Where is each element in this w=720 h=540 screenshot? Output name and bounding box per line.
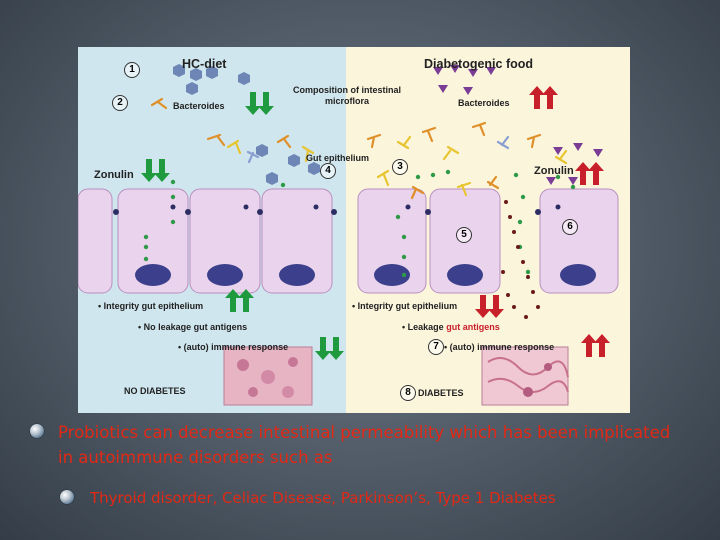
- step-number-5: 5: [456, 227, 472, 243]
- red-down-arrows: [475, 295, 504, 318]
- step-number-4: 4: [320, 163, 336, 179]
- bullet-main-text: Probiotics can decrease intestinal perme…: [58, 423, 671, 467]
- left-bullet-integrity: • Integrity gut epithelium: [98, 301, 204, 311]
- diabetes-label: DIABETES: [418, 388, 464, 398]
- left-bullet-leakage: • No leakage gut antigens: [138, 322, 248, 332]
- no-diabetes-label: NO DIABETES: [124, 386, 186, 396]
- step-number-1: 1: [124, 62, 140, 78]
- step-number-6: 6: [562, 219, 578, 235]
- diabetogenic-food-title: Diabetogenic food: [424, 57, 534, 71]
- step-number-8: 8: [400, 385, 416, 401]
- step-number-3: 3: [392, 159, 408, 175]
- histology-diabetes: [481, 346, 569, 406]
- composition-label: Composition of intestinal microflora: [293, 85, 401, 106]
- left-bullet-immune: • (auto) immune response: [178, 342, 289, 352]
- right-bullet-integrity: • Integrity gut epithelium: [352, 301, 458, 311]
- bullet-globe-icon: [30, 424, 44, 438]
- green-down-arrows: [141, 92, 344, 360]
- bullet-globe-icon: [60, 490, 74, 504]
- figure-artwork: [78, 47, 630, 413]
- right-bullet-leakage-prefix: • Leakage: [402, 322, 444, 332]
- zonulin-dots: [143, 169, 576, 278]
- hc-diet-title: HC-diet: [182, 57, 227, 71]
- histology-normal: [223, 346, 313, 406]
- gut-epithelium-label: Gut epithelium: [306, 153, 369, 163]
- right-bullet-leakage: • Leakage gut antigens: [402, 322, 500, 332]
- left-bacteroides-label: Bacteroides: [173, 101, 225, 111]
- left-zonulin-label: Zonulin: [94, 169, 134, 181]
- green-up-arrows: [225, 289, 254, 312]
- bullet-sub-text: Thyroid disorder, Celiac Disease, Parkin…: [90, 489, 556, 507]
- tight-junctions: [113, 204, 561, 215]
- antigen-leak-dots: [501, 200, 540, 319]
- right-bacteroides-label: Bacteroides: [458, 98, 510, 108]
- right-zonulin-label: Zonulin: [534, 165, 574, 177]
- step-number-7: 7: [428, 339, 444, 355]
- bacteria: [150, 97, 568, 200]
- diabetes-microflora-figure: 1 2 3 4 5 6 7 8 HC-diet Bacteroides Zonu…: [78, 47, 630, 413]
- right-bullet-immune: • (auto) immune response: [444, 342, 555, 352]
- red-up-arrows: [529, 86, 610, 357]
- food-particles-blue: [173, 64, 320, 185]
- right-bullet-leakage-highlight: gut antigens: [446, 322, 500, 332]
- food-particles-purple: [433, 65, 603, 185]
- nuclei: [135, 264, 596, 286]
- step-number-2: 2: [112, 95, 128, 111]
